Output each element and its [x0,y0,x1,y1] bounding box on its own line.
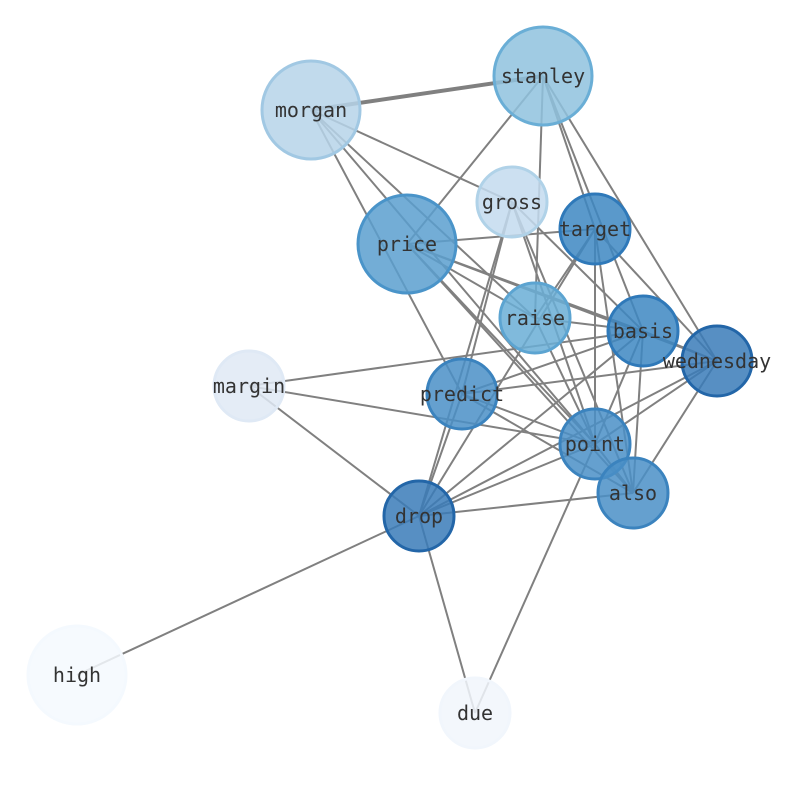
node-target: target [558,192,632,266]
node-circle-target [558,192,632,266]
node-label-price: price [377,232,437,256]
edge-wednesday-predict [461,360,718,395]
nodes-layer: stanley morgan gross target price raise basis w… [26,25,771,750]
node-circle-morgan [260,59,362,161]
node-circle-due [438,676,512,750]
edge-drop-high [76,515,420,676]
node-circle-point [558,407,632,481]
node-wednesday: wednesday [663,324,771,398]
node-label-also: also [609,481,657,505]
edge-basis-drop [418,330,644,517]
node-circle-basis [606,294,680,368]
node-due: due [438,676,512,750]
node-label-stanley: stanley [501,64,585,88]
node-circle-stanley [492,25,594,127]
node-high: high [26,624,128,726]
node-circle-price [356,193,458,295]
node-label-due: due [457,701,493,725]
edge-basis-margin [248,330,644,387]
node-circle-wednesday [680,324,754,398]
node-raise: raise [498,281,572,355]
node-circle-drop [382,479,456,553]
node-stanley: stanley [492,25,594,127]
node-also: also [596,456,670,530]
node-label-margin: margin [213,374,285,398]
edge-point-due [474,443,596,714]
edge-margin-point [248,385,596,445]
node-price: price [356,193,458,295]
node-label-target: target [559,217,631,241]
node-circle-margin [212,349,286,423]
node-label-basis: basis [613,319,673,343]
node-gross: gross [475,165,549,239]
node-margin: margin [212,349,286,423]
edge-target-drop [418,228,596,517]
node-label-wednesday: wednesday [663,349,771,373]
node-label-gross: gross [482,190,542,214]
node-label-morgan: morgan [275,98,347,122]
node-label-raise: raise [505,306,565,330]
node-drop: drop [382,479,456,553]
node-morgan: morgan [260,59,362,161]
node-label-predict: predict [420,382,504,406]
node-circle-predict [425,357,499,431]
edge-stanley-wednesday [542,75,718,362]
node-circle-raise [498,281,572,355]
node-circle-gross [475,165,549,239]
edges-layer [76,74,718,714]
edge-morgan-point [310,109,596,445]
node-point: point [558,407,632,481]
node-predict: predict [420,357,504,431]
node-circle-also [596,456,670,530]
node-label-point: point [565,432,625,456]
node-basis: basis [606,294,680,368]
node-circle-high [26,624,128,726]
node-label-high: high [53,663,101,687]
node-label-drop: drop [395,504,443,528]
